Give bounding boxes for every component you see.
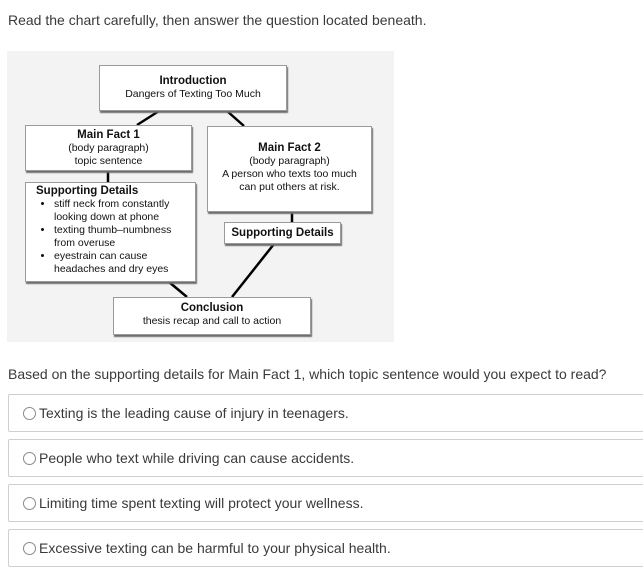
supporting-details-1-box: Supporting Details stiff neck from const…: [25, 182, 196, 282]
main-fact-2-title: Main Fact 2: [258, 142, 321, 154]
conclusion-title: Conclusion: [180, 302, 244, 314]
main-fact-1-line2: topic sentence: [74, 155, 143, 167]
supporting-detail-item: stiff neck from constantly looking down …: [54, 198, 195, 224]
supporting-details-2-box: Supporting Details: [224, 222, 341, 244]
detail-line: from overuse: [54, 237, 116, 249]
main-fact-2-line3: can put others at risk.: [239, 181, 340, 193]
detail-line: stiff neck from constantly: [54, 198, 170, 210]
introduction-subtitle: Dangers of Texting Too Much: [125, 88, 261, 100]
answer-option-2[interactable]: People who text while driving can cause …: [8, 439, 643, 477]
question-text: Based on the supporting details for Main…: [8, 366, 607, 382]
conclusion-box: Conclusion thesis recap and call to acti…: [113, 297, 311, 335]
conclusion-subtitle: thesis recap and call to action: [142, 315, 282, 327]
detail-line: eyestrain can cause: [54, 250, 148, 262]
main-fact-2-line2: A person who texts too much: [222, 168, 357, 180]
instruction-text: Read the chart carefully, then answer th…: [8, 12, 427, 28]
introduction-title: Introduction: [159, 75, 227, 87]
supporting-details-list: stiff neck from constantly looking down …: [36, 198, 195, 276]
connector-lines: [106, 109, 294, 298]
supporting-detail-item: eyestrain can cause headaches and dry ey…: [54, 250, 195, 276]
option-label: Texting is the leading cause of injury i…: [39, 405, 349, 421]
supporting-details-1-title: Supporting Details: [36, 185, 139, 197]
answer-option-4[interactable]: Excessive texting can be harmful to your…: [8, 529, 643, 567]
main-fact-1-title: Main Fact 1: [77, 129, 140, 141]
essay-outline-diagram: Introduction Dangers of Texting Too Much…: [7, 51, 394, 342]
radio-button[interactable]: [23, 541, 36, 555]
detail-line: looking down at phone: [54, 211, 160, 223]
introduction-box: Introduction Dangers of Texting Too Much: [99, 65, 287, 111]
radio-button[interactable]: [23, 451, 36, 465]
detail-line: texting thumb–numbness: [54, 224, 172, 236]
detail-line: headaches and dry eyes: [54, 263, 169, 275]
radio-button[interactable]: [23, 496, 36, 510]
main-fact-1-box: Main Fact 1 (body paragraph) topic sente…: [25, 125, 192, 171]
option-label: People who text while driving can cause …: [39, 450, 355, 466]
supporting-details-2-title: Supporting Details: [231, 227, 334, 239]
main-fact-2-box: Main Fact 2 (body paragraph) A person wh…: [207, 126, 372, 212]
answer-option-3[interactable]: Limiting time spent texting will protect…: [8, 484, 643, 522]
main-fact-2-line1: (body paragraph): [249, 155, 330, 167]
answer-option-1[interactable]: Texting is the leading cause of injury i…: [8, 394, 643, 432]
radio-button[interactable]: [23, 406, 36, 420]
option-label: Limiting time spent texting will protect…: [39, 495, 364, 511]
supporting-detail-item: texting thumb–numbness from overuse: [54, 224, 195, 250]
main-fact-1-line1: (body paragraph): [68, 142, 149, 154]
option-label: Excessive texting can be harmful to your…: [39, 540, 391, 556]
